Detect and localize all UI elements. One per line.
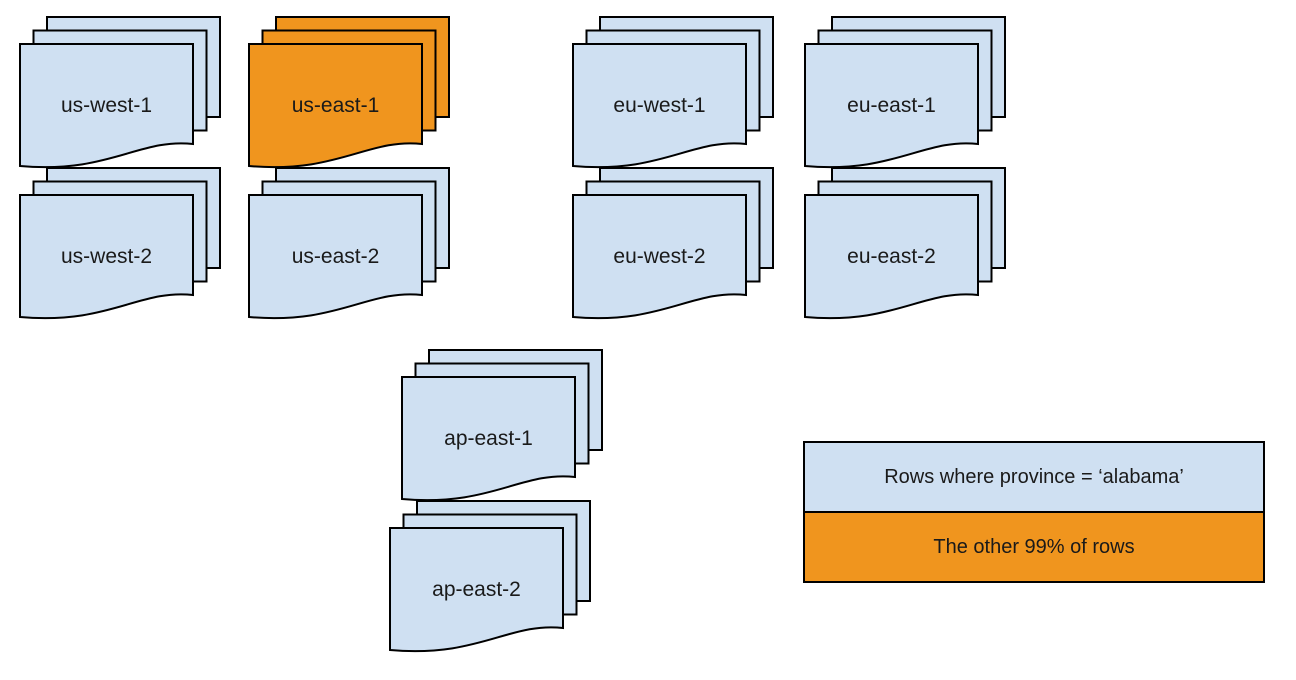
region-stack-eu-east-2: eu-east-2 (804, 167, 1006, 323)
region-stack-eu-west-2: eu-west-2 (572, 167, 774, 323)
region-stack-us-west-2: us-west-2 (19, 167, 221, 323)
region-stack-us-west-1: us-west-1 (19, 16, 221, 172)
region-stack-ap-east-1: ap-east-1 (401, 349, 603, 505)
region-stack-eu-west-1: eu-west-1 (572, 16, 774, 172)
legend-item-alabama-rows: Rows where province = ‘alabama’ (805, 443, 1263, 513)
document-stack-icon (572, 167, 774, 320)
document-stack-icon (401, 349, 603, 502)
document-stack-icon (248, 167, 450, 320)
document-stack-icon (804, 167, 1006, 320)
legend: Rows where province = ‘alabama’ The othe… (803, 441, 1265, 583)
document-stack-icon (572, 16, 774, 169)
document-stack-icon (19, 16, 221, 169)
legend-item-other-rows: The other 99% of rows (805, 513, 1263, 581)
legend-item-label: Rows where province = ‘alabama’ (884, 465, 1184, 488)
document-stack-icon (19, 167, 221, 320)
document-stack-icon (389, 500, 591, 653)
document-stack-icon (248, 16, 450, 169)
legend-item-label: The other 99% of rows (933, 535, 1135, 558)
region-stack-us-east-2: us-east-2 (248, 167, 450, 323)
region-stack-eu-east-1: eu-east-1 (804, 16, 1006, 172)
region-stack-us-east-1: us-east-1 (248, 16, 450, 172)
region-stack-ap-east-2: ap-east-2 (389, 500, 591, 656)
document-stack-icon (804, 16, 1006, 169)
